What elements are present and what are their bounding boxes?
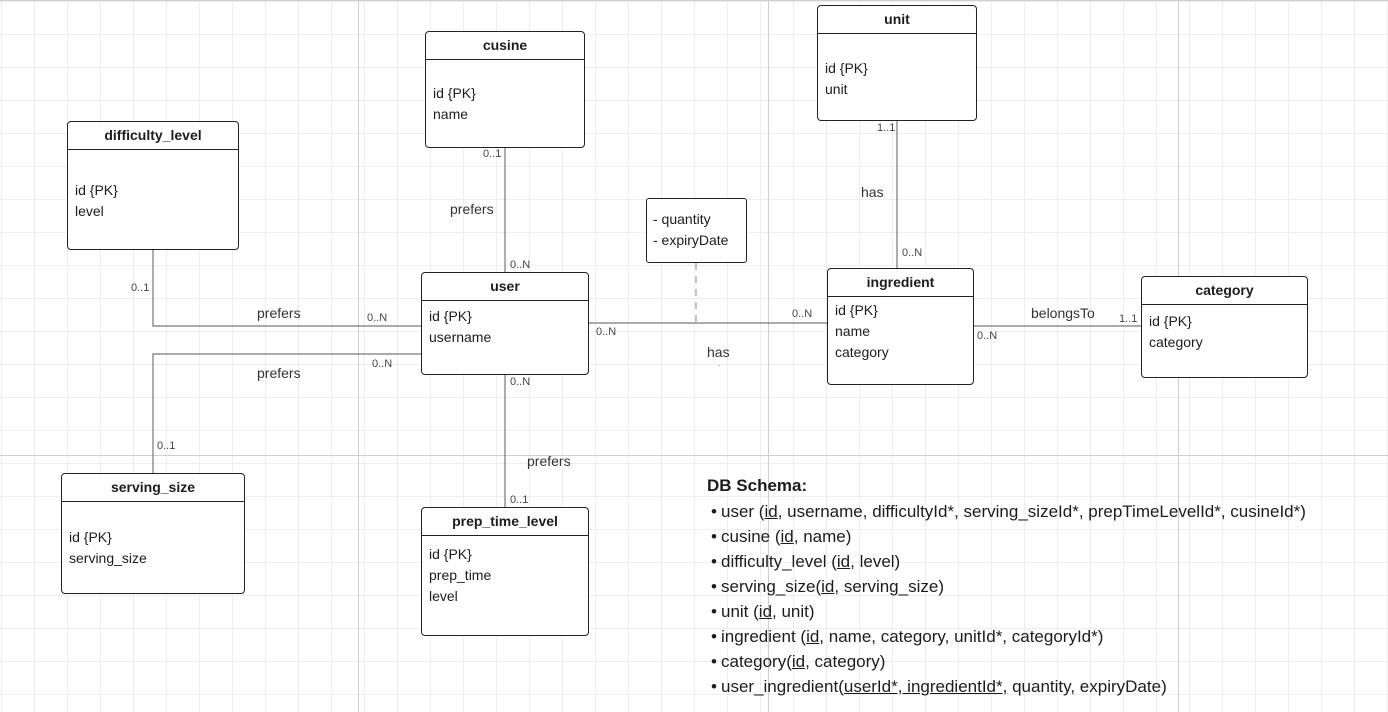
attribute: username	[429, 329, 492, 345]
entity-prep-time-level[interactable]: prep_time_level id {PK} prep_time level	[421, 507, 589, 636]
attribute: id {PK}	[835, 302, 878, 318]
entity-attributes: id {PK} name category	[828, 297, 973, 363]
attribute: name	[835, 323, 871, 339]
entity-title: prep_time_level	[422, 508, 588, 536]
relation-label-unit-ingredient: has	[861, 184, 884, 200]
cardinality: 0..N	[372, 358, 393, 370]
schema-title: DB Schema:	[707, 476, 808, 495]
note-line: - expiryDate	[653, 232, 729, 248]
entity-title: category	[1142, 277, 1307, 305]
attribute: level	[429, 588, 458, 604]
attribute: unit	[825, 81, 848, 97]
entity-attributes: id {PK} unit	[818, 34, 976, 100]
relation-label-user-serving: prefers	[257, 365, 301, 381]
attribute: category	[1149, 334, 1203, 350]
entity-attributes: id {PK} username	[422, 301, 588, 348]
relation-label-user-prep: prefers	[527, 453, 571, 469]
entity-unit[interactable]: unit id {PK} unit	[817, 5, 977, 121]
entity-serving-size[interactable]: serving_size id {PK} serving_size	[61, 473, 245, 594]
entity-attributes: id {PK} prep_time level	[422, 536, 588, 607]
relation-label-user-difficulty: prefers	[257, 305, 301, 321]
cardinality: 0..1	[483, 148, 502, 160]
attribute: id {PK}	[75, 182, 118, 198]
entity-cusine[interactable]: cusine id {PK} name	[425, 31, 585, 148]
entity-ingredient[interactable]: ingredient id {PK} name category	[827, 268, 974, 385]
attribute: id {PK}	[429, 308, 472, 324]
attribute: id {PK}	[69, 529, 112, 545]
association-attributes-note[interactable]: - quantity - expiryDate	[646, 198, 747, 263]
cardinality: 0..1	[157, 440, 176, 452]
attribute: prep_time	[429, 567, 492, 583]
cardinality: 0..N	[510, 376, 531, 388]
cardinality: 0..N	[596, 326, 617, 338]
attribute: name	[433, 106, 469, 122]
relation-label-user-cusine: prefers	[450, 201, 494, 217]
attribute: level	[75, 203, 104, 219]
cardinality: 0..N	[792, 308, 813, 320]
attribute: id {PK}	[1149, 313, 1192, 329]
note-line: - quantity	[653, 211, 711, 227]
cardinality: 0..N	[510, 259, 531, 271]
entity-difficulty-level[interactable]: difficulty_level id {PK} level	[67, 121, 239, 250]
attribute: id {PK}	[429, 546, 472, 562]
schema-row: •ingredient (id, name, category, unitId*…	[711, 627, 1104, 646]
attribute: id {PK}	[825, 60, 868, 76]
entity-title: ingredient	[828, 269, 973, 297]
schema-row: •user_ingredient(userId*, ingredientId*,…	[711, 677, 1167, 696]
entity-title: difficulty_level	[68, 122, 238, 150]
cardinality: 0..1	[131, 282, 150, 294]
schema-row: •unit (id, unit)	[711, 602, 815, 621]
schema-row: •serving_size(id, serving_size)	[711, 577, 944, 596]
entity-title: unit	[818, 6, 976, 34]
relation-label-ingredient-category: belongsTo	[1031, 305, 1095, 321]
cardinality: 0..1	[510, 494, 529, 506]
schema-row: •user (id, username, difficultyId*, serv…	[711, 502, 1306, 521]
cardinality: 0..N	[367, 312, 388, 324]
relation-label-user-ingredient: has	[707, 344, 730, 360]
entity-title: serving_size	[62, 474, 244, 502]
entity-title: user	[422, 273, 588, 301]
schema-row: •category(id, category)	[711, 652, 886, 671]
entity-user[interactable]: user id {PK} username	[421, 272, 589, 375]
cardinality: 1..1	[1119, 313, 1138, 325]
line-user-difficulty	[152, 250, 421, 327]
schema-row: •cusine (id, name)	[711, 527, 852, 546]
db-schema: DB Schema: •user (id, username, difficul…	[707, 476, 1306, 699]
entity-title: cusine	[426, 32, 584, 60]
attribute: serving_size	[69, 550, 147, 566]
cardinality: 0..N	[977, 330, 998, 342]
entity-attributes: id {PK} category	[1142, 305, 1307, 353]
entity-attributes: id {PK} name	[426, 60, 584, 125]
line-user-serving	[152, 353, 421, 473]
schema-row: •difficulty_level (id, level)	[711, 552, 901, 571]
entity-attributes: id {PK} serving_size	[62, 502, 244, 569]
cardinality: 0..N	[902, 247, 923, 259]
cardinality: 1..1	[877, 122, 896, 134]
entity-attributes: id {PK} level	[68, 150, 238, 222]
entity-category[interactable]: category id {PK} category	[1141, 276, 1308, 378]
attribute: category	[835, 344, 889, 360]
attribute: id {PK}	[433, 85, 476, 101]
